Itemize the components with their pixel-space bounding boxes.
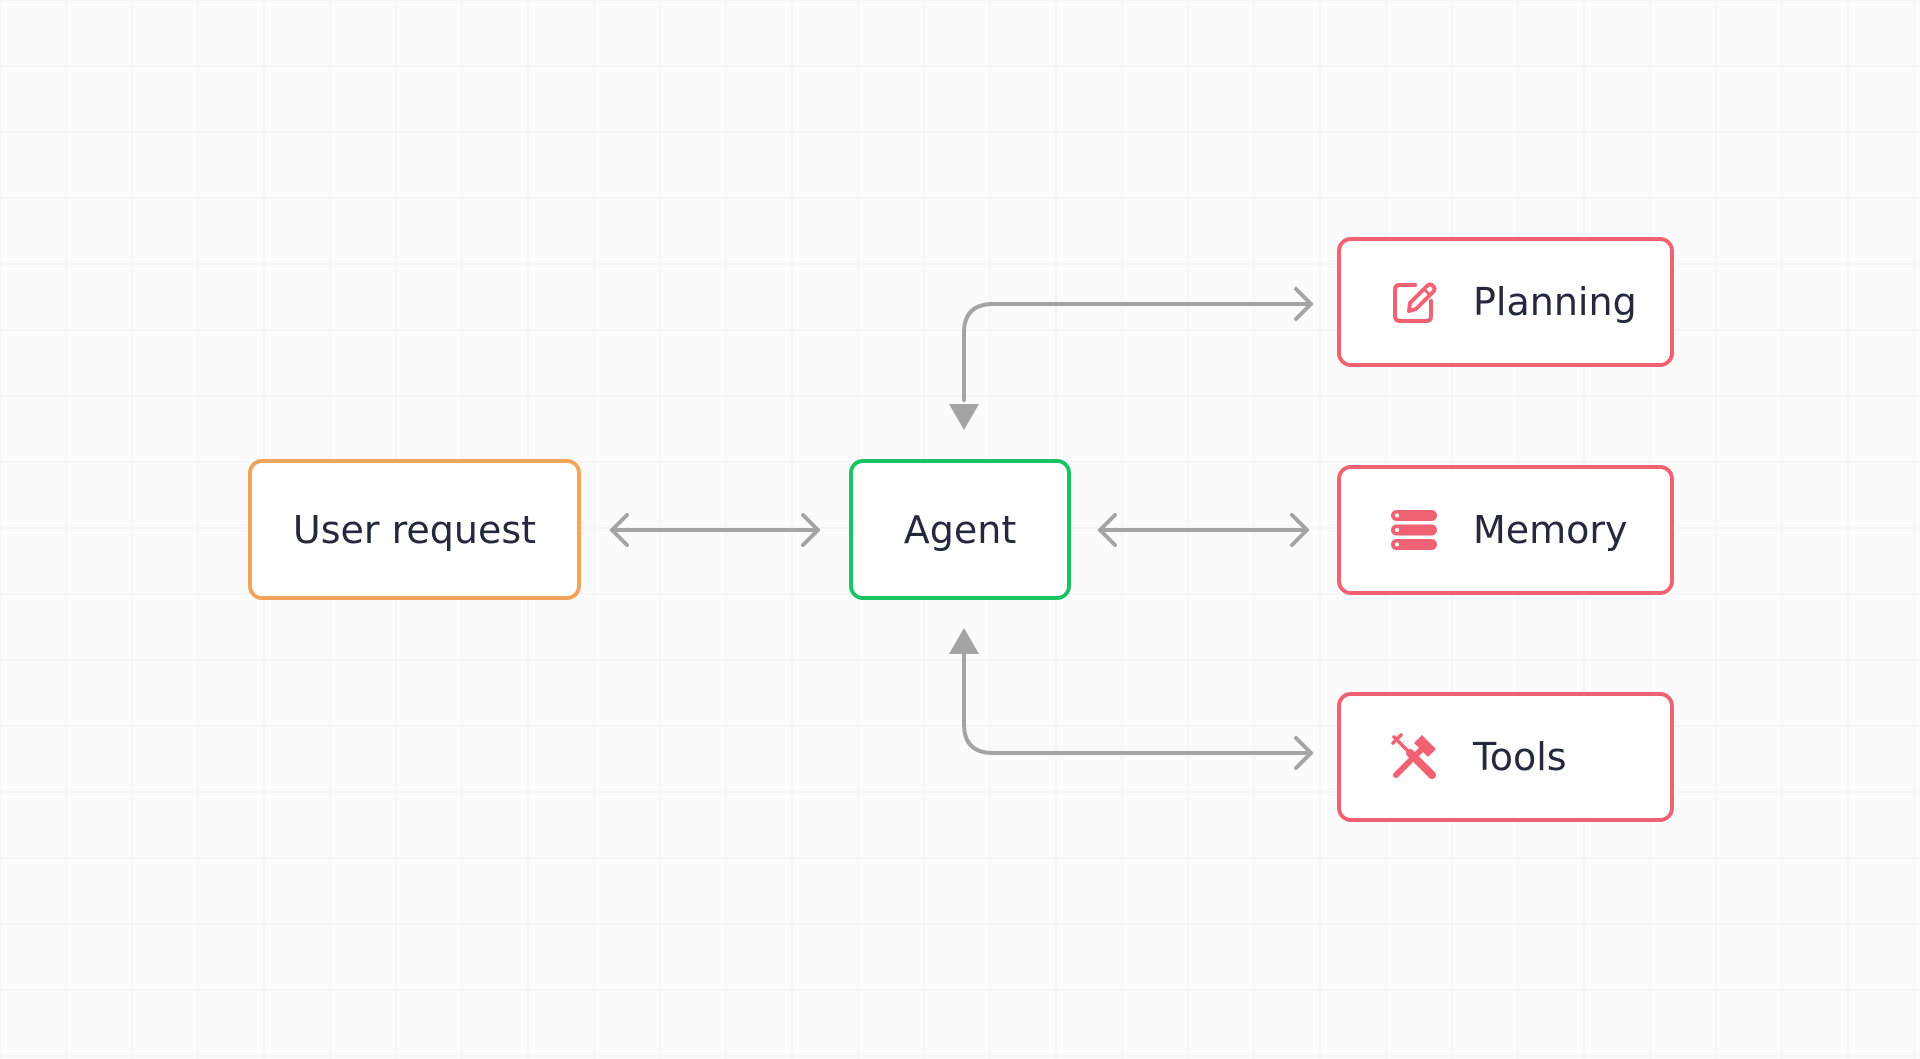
planning-label: Planning bbox=[1473, 280, 1637, 324]
agent-node: Agent bbox=[849, 459, 1071, 600]
arrowhead-up bbox=[949, 628, 979, 654]
tools-node: Tools bbox=[1337, 692, 1674, 822]
connector-agent-planning bbox=[962, 287, 1313, 402]
connector-agent-memory bbox=[1098, 513, 1309, 547]
connector-agent-tools bbox=[962, 648, 1313, 770]
tools-icon bbox=[1389, 732, 1439, 782]
planning-node: Planning bbox=[1337, 237, 1674, 367]
user-request-label: User request bbox=[292, 507, 537, 552]
memory-node: Memory bbox=[1337, 465, 1674, 595]
edit-icon bbox=[1389, 277, 1439, 327]
connector-user-agent bbox=[610, 513, 820, 547]
database-icon bbox=[1389, 505, 1439, 555]
tools-label: Tools bbox=[1473, 735, 1567, 779]
agent-label: Agent bbox=[903, 507, 1017, 552]
arrowhead-down bbox=[949, 404, 979, 430]
user-request-node: User request bbox=[248, 459, 581, 600]
memory-label: Memory bbox=[1473, 508, 1628, 552]
